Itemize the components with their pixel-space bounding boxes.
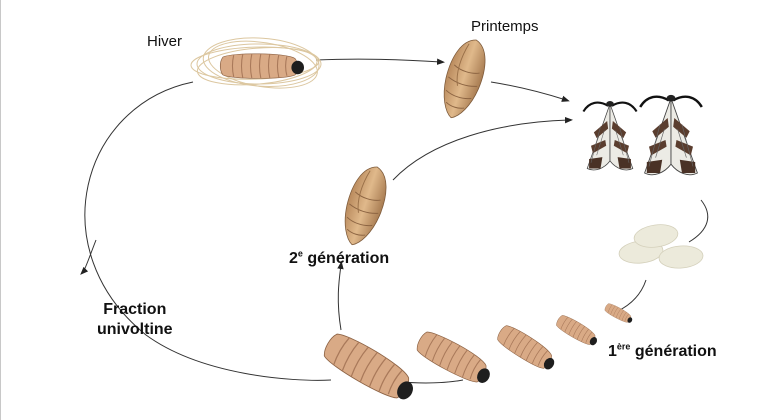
label-spring: Printemps [471, 18, 539, 35]
pupa-icon [434, 35, 492, 123]
label-second-generation: 2e génération [289, 250, 389, 268]
label-univoltine-line2: univoltine [97, 320, 173, 340]
label-first-generation-suffix: ère [617, 342, 631, 352]
label-first-generation: 1ère génération [608, 343, 717, 361]
moth-icon [640, 95, 702, 175]
larva-icon [319, 329, 421, 408]
larva-icon [603, 302, 634, 325]
cocooned-larva-icon [220, 54, 304, 79]
larva-icon [494, 322, 559, 374]
overwintering-larva-cocoon [190, 34, 321, 95]
larva-icon [413, 328, 496, 390]
larva-icon [554, 313, 601, 349]
label-first-generation-text: génération [630, 343, 716, 360]
label-univoltine-line1: Fraction [97, 300, 173, 320]
label-winter: Hiver [147, 33, 182, 50]
egg-icon [658, 244, 703, 269]
label-first-generation-number: 1 [608, 343, 617, 360]
label-second-generation-text: génération [303, 250, 389, 267]
label-univoltine-fraction: Fraction univoltine [97, 300, 173, 340]
label-second-generation-number: 2 [289, 250, 298, 267]
pupa-icon [335, 162, 393, 250]
moth-icon [583, 101, 636, 170]
